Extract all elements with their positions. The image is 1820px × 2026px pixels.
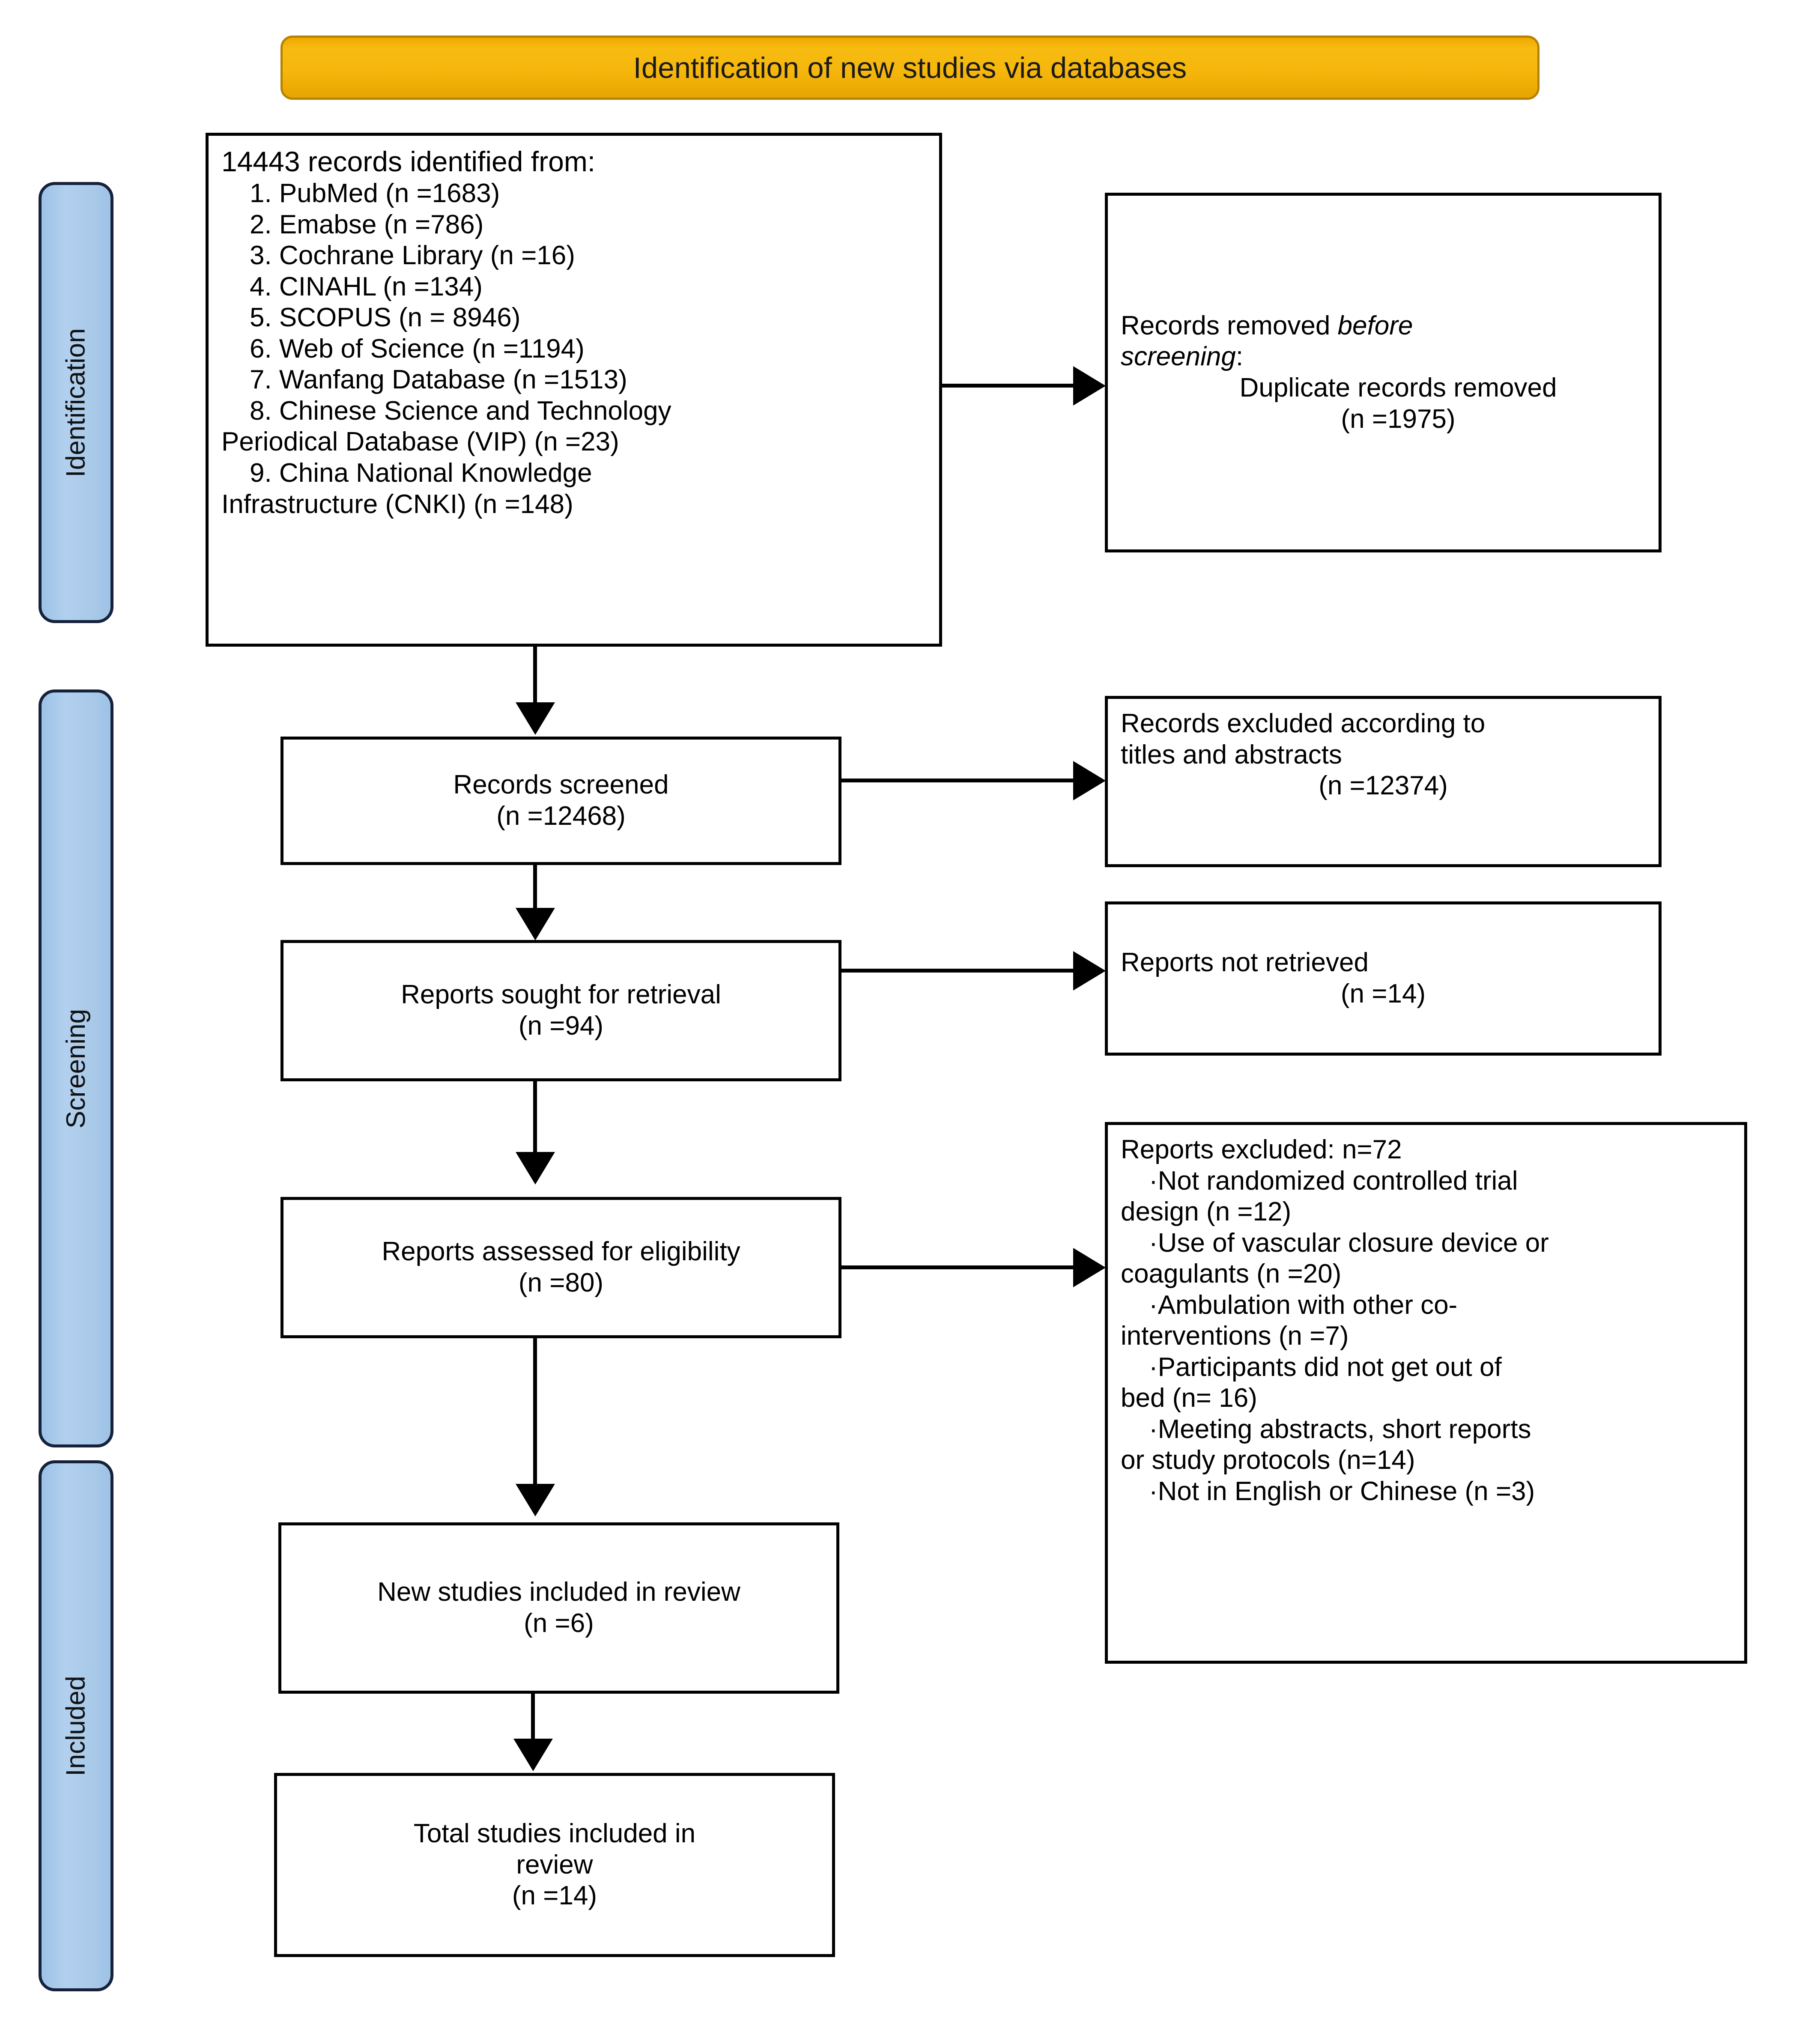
stage-rail-screening: Screening xyxy=(39,689,113,1447)
exclusion-reason: ·Not in English or Chinese (n =3) xyxy=(1149,1476,1535,1506)
stage-rail-identification-label: Identification xyxy=(61,328,91,477)
stage-rail-included: Included xyxy=(39,1460,113,1991)
box-records-screened: Records screened (n =12468) xyxy=(280,737,841,865)
records-removed-line2: screening: xyxy=(1121,342,1244,372)
reports-assessed-count: (n =80) xyxy=(518,1268,604,1298)
arrowhead-assessed-to-repexcluded xyxy=(1073,1248,1106,1287)
records-screened-label: Records screened xyxy=(453,770,669,800)
exclusion-reason-cont: bed (n= 16) xyxy=(1121,1383,1257,1413)
records-removed-line3: Duplicate records removed xyxy=(1239,373,1557,403)
reports-not-retrieved-label: Reports not retrieved xyxy=(1121,948,1369,978)
new-studies-label: New studies included in review xyxy=(377,1577,740,1607)
arrowhead-screened-to-excluded xyxy=(1073,761,1106,800)
connector-assessed-to-repexcluded xyxy=(841,1265,1083,1269)
source-item: 8. Chinese Science and Technology xyxy=(250,396,671,426)
reports-assessed-label: Reports assessed for eligibility xyxy=(382,1237,740,1267)
arrowhead-sought-to-notretrieved xyxy=(1073,951,1106,991)
source-item: 7. Wanfang Database (n =1513) xyxy=(250,365,627,395)
connector-screened-to-excluded xyxy=(841,779,1083,782)
records-excluded-count: (n =12374) xyxy=(1319,771,1448,801)
box-records-identified: 14443 records identified from: 1. PubMed… xyxy=(206,133,942,647)
box-new-studies-included: New studies included in review (n =6) xyxy=(278,1522,839,1694)
box-reports-sought: Reports sought for retrieval (n =94) xyxy=(280,940,841,1081)
source-item: 1. PubMed (n =1683) xyxy=(250,179,500,209)
arrowhead-screened-to-sought xyxy=(516,908,555,940)
arrowhead-sought-to-assessed xyxy=(516,1152,555,1185)
exclusion-reason: ·Use of vascular closure device or xyxy=(1149,1228,1549,1258)
source-item: 5. SCOPUS (n = 8946) xyxy=(250,303,521,333)
stage-rail-identification: Identification xyxy=(39,182,113,623)
records-removed-line1: Records removed before xyxy=(1121,310,1413,340)
connector-sought-to-notretrieved xyxy=(841,969,1083,973)
records-excluded-line2: titles and abstracts xyxy=(1121,740,1342,770)
box-reports-assessed: Reports assessed for eligibility (n =80) xyxy=(280,1197,841,1338)
total-studies-count: (n =14) xyxy=(512,1881,597,1911)
records-screened-count: (n =12468) xyxy=(496,801,626,831)
banner-title: Identification of new studies via databa… xyxy=(633,51,1187,84)
reports-sought-label: Reports sought for retrieval xyxy=(401,980,721,1010)
exclusion-reason-cont: or study protocols (n=14) xyxy=(1121,1445,1415,1475)
stage-rail-screening-label: Screening xyxy=(61,1009,91,1128)
box-records-excluded-titles-abstracts: Records excluded according to titles and… xyxy=(1105,696,1662,867)
source-item-cont: Periodical Database (VIP) (n =23) xyxy=(221,427,619,457)
box-reports-excluded: Reports excluded: n=72 ·Not randomized c… xyxy=(1105,1122,1747,1664)
box-total-studies-included: Total studies included in review (n =14) xyxy=(274,1773,835,1957)
connector-identified-to-screened xyxy=(533,647,537,704)
exclusion-reason-cont: coagulants (n =20) xyxy=(1121,1259,1342,1289)
connector-sought-to-assessed xyxy=(533,1081,537,1154)
source-item: 9. China National Knowledge xyxy=(250,458,592,488)
exclusion-reason-cont: interventions (n =7) xyxy=(1121,1321,1349,1351)
total-studies-line1: Total studies included in xyxy=(413,1819,696,1849)
connector-newstudies-to-total xyxy=(531,1694,535,1741)
arrowhead-identified-to-screened xyxy=(516,702,555,735)
connector-screened-to-sought xyxy=(533,865,537,910)
arrowhead-newstudies-to-total xyxy=(513,1739,553,1771)
connector-identified-to-removed xyxy=(942,384,1083,388)
arrowhead-identified-to-removed xyxy=(1073,366,1106,406)
source-item: 6. Web of Science (n =1194) xyxy=(250,334,585,364)
records-removed-count: (n =1975) xyxy=(1341,404,1456,434)
source-item: 4. CINAHL (n =134) xyxy=(250,272,483,301)
source-item: 3. Cochrane Library (n =16) xyxy=(250,241,575,271)
arrowhead-assessed-to-newstudies xyxy=(516,1484,555,1516)
source-item-cont: Infrastructure (CNKI) (n =148) xyxy=(221,489,573,519)
box-records-removed: Records removed before screening: Duplic… xyxy=(1105,193,1662,552)
reports-sought-count: (n =94) xyxy=(518,1011,604,1041)
exclusion-reason: ·Ambulation with other co- xyxy=(1149,1290,1458,1320)
exclusion-reason: ·Meeting abstracts, short reports xyxy=(1149,1414,1531,1444)
source-item: 2. Emabse (n =786) xyxy=(250,209,484,239)
records-excluded-line1: Records excluded according to xyxy=(1121,709,1486,738)
total-studies-line2: review xyxy=(516,1850,593,1880)
reports-not-retrieved-count: (n =14) xyxy=(1340,979,1426,1009)
exclusion-reason: ·Participants did not get out of xyxy=(1149,1352,1502,1382)
identification-banner: Identification of new studies via databa… xyxy=(280,36,1540,100)
stage-rail-included-label: Included xyxy=(61,1675,91,1776)
records-identified-heading: 14443 records identified from: xyxy=(221,146,596,177)
exclusion-reason-cont: design (n =12) xyxy=(1121,1197,1292,1227)
box-reports-not-retrieved: Reports not retrieved (n =14) xyxy=(1105,901,1662,1056)
exclusion-reason: ·Not randomized controlled trial xyxy=(1149,1166,1518,1196)
new-studies-count: (n =6) xyxy=(524,1608,594,1638)
reports-excluded-heading: Reports excluded: n=72 xyxy=(1121,1135,1402,1164)
connector-assessed-to-newstudies xyxy=(533,1338,537,1486)
